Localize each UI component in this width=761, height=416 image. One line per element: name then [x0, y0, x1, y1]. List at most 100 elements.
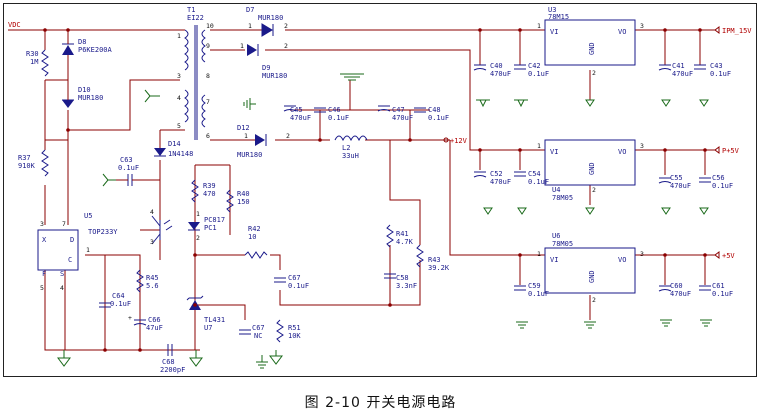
- l2-val: 33uH: [342, 152, 359, 160]
- r42-val: 10: [248, 233, 256, 241]
- r51-ref: R51: [288, 324, 301, 332]
- ground-symbols: [57, 73, 712, 369]
- c64-val: 0.1uF: [110, 300, 131, 308]
- d14-ref: D14: [168, 140, 181, 148]
- svg-text:D: D: [70, 236, 74, 244]
- svg-text:4: 4: [150, 208, 154, 216]
- d7-val: MUR180: [258, 14, 283, 22]
- capacitor-c46: C46 0.1uF: [314, 106, 349, 122]
- svg-text:VO: VO: [618, 256, 626, 264]
- svg-text:3: 3: [177, 72, 181, 80]
- u6-val: 78M05: [552, 240, 573, 248]
- c64-ref: C64: [112, 292, 125, 300]
- svg-text:VI: VI: [550, 28, 558, 36]
- svg-text:1: 1: [86, 246, 90, 254]
- svg-text:1: 1: [537, 250, 541, 258]
- r41-val: 4.7K: [396, 238, 414, 246]
- r43-ref: R43: [428, 256, 441, 264]
- resistor-r45: R45 5.6: [136, 269, 159, 293]
- svg-text:5: 5: [177, 122, 181, 130]
- capacitor-c68: C68 2200pF: [160, 344, 185, 374]
- c58-val: 3.3nF: [396, 282, 417, 290]
- svg-text:0.1uF: 0.1uF: [528, 70, 549, 78]
- capacitor-c58: C58 3.3nF: [384, 273, 417, 290]
- svg-text:1: 1: [537, 142, 541, 150]
- svg-text:2: 2: [286, 132, 290, 140]
- capacitor-c63: C63 0.1uF: [112, 156, 145, 186]
- diode-d14: D14 1N4148: [154, 140, 193, 158]
- svg-text:2: 2: [592, 296, 596, 304]
- svg-text:0.1uF: 0.1uF: [712, 290, 733, 298]
- svg-text:GND: GND: [588, 42, 596, 55]
- resistor-r39: R39 470: [191, 179, 216, 203]
- c67-ref: C67: [288, 274, 301, 282]
- svg-text:VI: VI: [550, 148, 558, 156]
- capacitor-c48: C48 0.1uF: [414, 106, 449, 122]
- svg-text:10: 10: [206, 22, 214, 30]
- svg-text:1: 1: [248, 22, 252, 30]
- junctions: [43, 28, 707, 352]
- capacitor-c47: C47 470uF: [377, 105, 413, 122]
- diode-d10: D10 MUR180: [62, 80, 103, 108]
- transformer-t1: T1 EI22 1 3 4 5 10 9 8 7 6: [177, 6, 214, 140]
- c68-ref: C68: [162, 358, 175, 366]
- wires: [8, 29, 715, 351]
- svg-text:3: 3: [640, 22, 644, 30]
- figure-caption: 图 2-10 开关电源电路: [304, 395, 457, 411]
- net-p5v: P+5V: [722, 147, 740, 155]
- svg-text:3: 3: [40, 220, 44, 228]
- svg-text:GND: GND: [588, 162, 596, 175]
- c45-val: 470uF: [290, 114, 311, 122]
- svg-text:470uF: 470uF: [490, 70, 511, 78]
- svg-text:3: 3: [640, 250, 644, 258]
- d12-val: MUR180: [237, 151, 262, 159]
- svg-text:VO: VO: [618, 148, 626, 156]
- inductor-l2: L2 33uH: [334, 135, 368, 160]
- svg-text:C61: C61: [712, 282, 725, 290]
- r42-ref: R42: [248, 225, 261, 233]
- tl431-val: U7: [204, 324, 212, 332]
- pc817-val: PC1: [204, 224, 217, 232]
- d9-val: MUR180: [262, 72, 287, 80]
- resistor-r51: R51 10K: [276, 319, 301, 343]
- u6-ref: U6: [552, 232, 560, 240]
- d14-val: 1N4148: [168, 150, 193, 158]
- svg-text:8: 8: [206, 72, 210, 80]
- r45-val: 5.6: [146, 282, 159, 290]
- r39-val: 470: [203, 190, 216, 198]
- c67-val: 0.1uF: [288, 282, 309, 290]
- net-vdc: VDC: [8, 21, 21, 29]
- resistor-r42: R42 10: [244, 225, 268, 259]
- c67nc-val: NC: [254, 332, 262, 340]
- d8-ref: D8: [78, 38, 86, 46]
- u4-ref: U4: [552, 186, 560, 194]
- svg-text:2: 2: [284, 42, 288, 50]
- u4-val: 78M05: [552, 194, 573, 202]
- svg-text:4: 4: [60, 284, 64, 292]
- svg-text:1: 1: [244, 132, 248, 140]
- c48-ref: C48: [428, 106, 441, 114]
- svg-text:C52: C52: [490, 170, 503, 178]
- d10-val: MUR180: [78, 94, 103, 102]
- svg-text:S: S: [60, 270, 64, 278]
- regulator-tl431: TL431 U7: [186, 295, 225, 332]
- c66-val: 47uF: [146, 324, 163, 332]
- r30-val: 1M: [30, 58, 38, 66]
- zener-d8: D8 P6KE200A: [62, 30, 113, 80]
- d8-val: P6KE200A: [78, 46, 113, 54]
- r43-val: 39.2K: [428, 264, 450, 272]
- d9-ref: D9: [262, 64, 270, 72]
- r37-val: 910K: [18, 162, 36, 170]
- svg-text:VO: VO: [618, 28, 626, 36]
- capacitor-c64: C64 0.1uF: [99, 292, 131, 308]
- l2-ref: L2: [342, 144, 350, 152]
